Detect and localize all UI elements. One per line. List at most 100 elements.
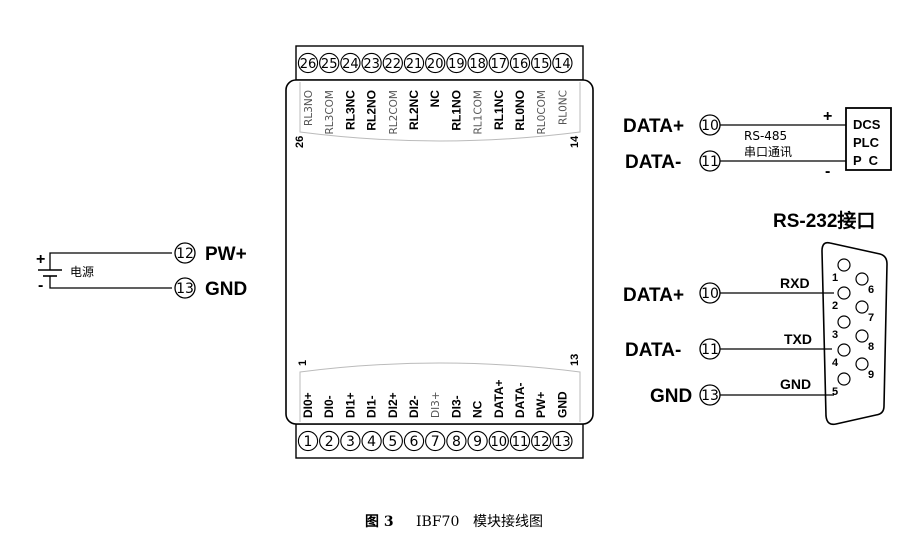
device-line-2: PLC bbox=[853, 135, 880, 150]
top-terminal-circle bbox=[488, 52, 509, 74]
pin-label-rl0no: RL0NO bbox=[513, 90, 527, 131]
bottom-terminal-number: 2 bbox=[325, 434, 334, 450]
pin-label-di0-: DI0+ bbox=[301, 392, 315, 418]
figure-caption: 图 3 IBF70 模块接线图 bbox=[365, 513, 543, 530]
pin-label-pw-: PW+ bbox=[534, 392, 548, 418]
rs485-connection: DATA+ 10 DATA- 11 RS-485 串口通讯 + - DCS PL… bbox=[623, 107, 892, 180]
pin-label-di2-: DI2- bbox=[407, 395, 421, 418]
top-terminal-number: 15 bbox=[533, 57, 550, 72]
pin-label-di3-: DI3- bbox=[449, 395, 463, 418]
db9-pin-7 bbox=[855, 300, 869, 314]
terminal-12-circle bbox=[174, 242, 196, 264]
caption-figure-number: 图 3 bbox=[365, 514, 394, 530]
power-gnd-label: GND bbox=[205, 279, 247, 300]
pin-label-gnd: GND bbox=[555, 391, 569, 418]
pin-label-di0-: DI0- bbox=[322, 395, 336, 418]
pin-label-data-: DATA- bbox=[513, 382, 527, 418]
bottom-terminal-number: 8 bbox=[452, 434, 461, 450]
top-terminal-number: 14 bbox=[554, 57, 571, 72]
power-source-label: 电源 bbox=[70, 265, 94, 279]
top-terminal-number: 25 bbox=[321, 57, 338, 72]
bottom-label-panel bbox=[299, 362, 581, 422]
top-terminal-number: 17 bbox=[491, 57, 508, 72]
top-terminal-circle bbox=[467, 52, 488, 74]
terminal-13-circle bbox=[174, 277, 196, 299]
top-terminal-circle bbox=[340, 52, 361, 74]
db9-pin-5 bbox=[837, 372, 851, 386]
rs232-gnd-label: GND bbox=[650, 386, 692, 407]
module-body bbox=[285, 79, 594, 425]
db9-pin-number: 9 bbox=[868, 369, 874, 381]
pin-label-di3-: DI3+ bbox=[430, 391, 442, 418]
bottom-terminal-number: 9 bbox=[473, 434, 482, 450]
bottom-terminal-number: 5 bbox=[388, 434, 397, 450]
db9-pin-number: 4 bbox=[832, 357, 839, 369]
top-terminal-number: 21 bbox=[406, 57, 423, 72]
bottom-terminal-number: 13 bbox=[554, 435, 571, 450]
power-supply: + - 电源 12 PW+ 13 GND bbox=[36, 242, 247, 300]
db9-pin-number: 1 bbox=[832, 272, 838, 284]
pin-label-rl2nc: RL2NC bbox=[407, 90, 421, 130]
rs485-data-plus-label: DATA+ bbox=[623, 116, 684, 137]
top-terminal-circle bbox=[403, 52, 425, 74]
top-terminal-circle bbox=[446, 52, 467, 74]
corner-label-26: 26 bbox=[294, 136, 306, 148]
pin-label-data-: DATA+ bbox=[492, 379, 506, 418]
bottom-terminal-number: 12 bbox=[533, 435, 550, 450]
top-terminal-number: 23 bbox=[363, 57, 380, 72]
bottom-terminal-circle bbox=[488, 430, 509, 452]
top-terminal-circle bbox=[425, 52, 446, 74]
pin-label-rl0nc: RL0NC bbox=[557, 90, 569, 125]
device-line-1: DCS bbox=[853, 117, 881, 132]
top-terminal-circle bbox=[552, 52, 573, 74]
top-terminal-number: 16 bbox=[512, 57, 529, 72]
power-minus-sign: - bbox=[38, 277, 43, 294]
bottom-terminal-circle bbox=[425, 430, 446, 452]
pin-label-rl1com: RL1COM bbox=[473, 90, 485, 134]
power-pw-number: 12 bbox=[176, 246, 194, 262]
bottom-terminal-circle bbox=[382, 430, 403, 452]
db9-pin-4 bbox=[837, 343, 851, 357]
bottom-terminal-number: 10 bbox=[491, 435, 508, 450]
bottom-terminal-number: 1 bbox=[304, 434, 313, 450]
pin-label-rl0com: RL0COM bbox=[536, 90, 548, 134]
db9-pin-number: 7 bbox=[868, 312, 874, 324]
top-terminal-circle bbox=[361, 52, 382, 74]
db9-pin-1 bbox=[837, 258, 851, 272]
top-terminal-circle bbox=[297, 52, 319, 74]
pin-label-di2-: DI2+ bbox=[386, 392, 400, 418]
top-terminal-number: 22 bbox=[385, 57, 402, 72]
bottom-terminal-number: 11 bbox=[512, 435, 529, 450]
pin-label-rl2no: RL2NO bbox=[365, 90, 379, 131]
rs232-data-plus-label: DATA+ bbox=[623, 285, 684, 306]
bottom-terminal-number: 6 bbox=[410, 434, 419, 450]
top-terminal-number: 24 bbox=[342, 57, 359, 72]
db9-pin-3 bbox=[837, 315, 851, 329]
top-terminal-number: 19 bbox=[448, 57, 465, 72]
rs232-data-minus-label: DATA- bbox=[625, 340, 681, 361]
bottom-terminal-circle bbox=[552, 430, 573, 452]
rs232-data-minus-number: 11 bbox=[701, 342, 719, 358]
bottom-terminal-circle bbox=[531, 430, 552, 452]
db9-pin-number: 8 bbox=[868, 341, 874, 353]
rs232-data-plus-number: 10 bbox=[701, 286, 719, 302]
top-terminal-number: 18 bbox=[469, 57, 486, 72]
rs485-data-minus-number: 11 bbox=[701, 154, 719, 170]
pin-label-rl1nc: RL1NC bbox=[492, 90, 506, 130]
bottom-terminal-circle bbox=[340, 430, 361, 452]
db9-pin-number: 2 bbox=[832, 300, 838, 312]
pin-label-rl3nc: RL3NC bbox=[343, 90, 357, 130]
corner-label-14: 14 bbox=[569, 135, 581, 148]
top-terminal-circle bbox=[319, 52, 340, 74]
power-gnd-number: 13 bbox=[176, 281, 194, 297]
db9-pin-9 bbox=[855, 357, 869, 371]
rs485-comm-label: 串口通讯 bbox=[744, 145, 792, 159]
db9-pin-number: 5 bbox=[832, 386, 838, 398]
rs485-protocol-label: RS-485 bbox=[744, 129, 787, 143]
rs485-plus-sign: + bbox=[823, 108, 832, 125]
bottom-terminal-circle bbox=[319, 430, 340, 452]
